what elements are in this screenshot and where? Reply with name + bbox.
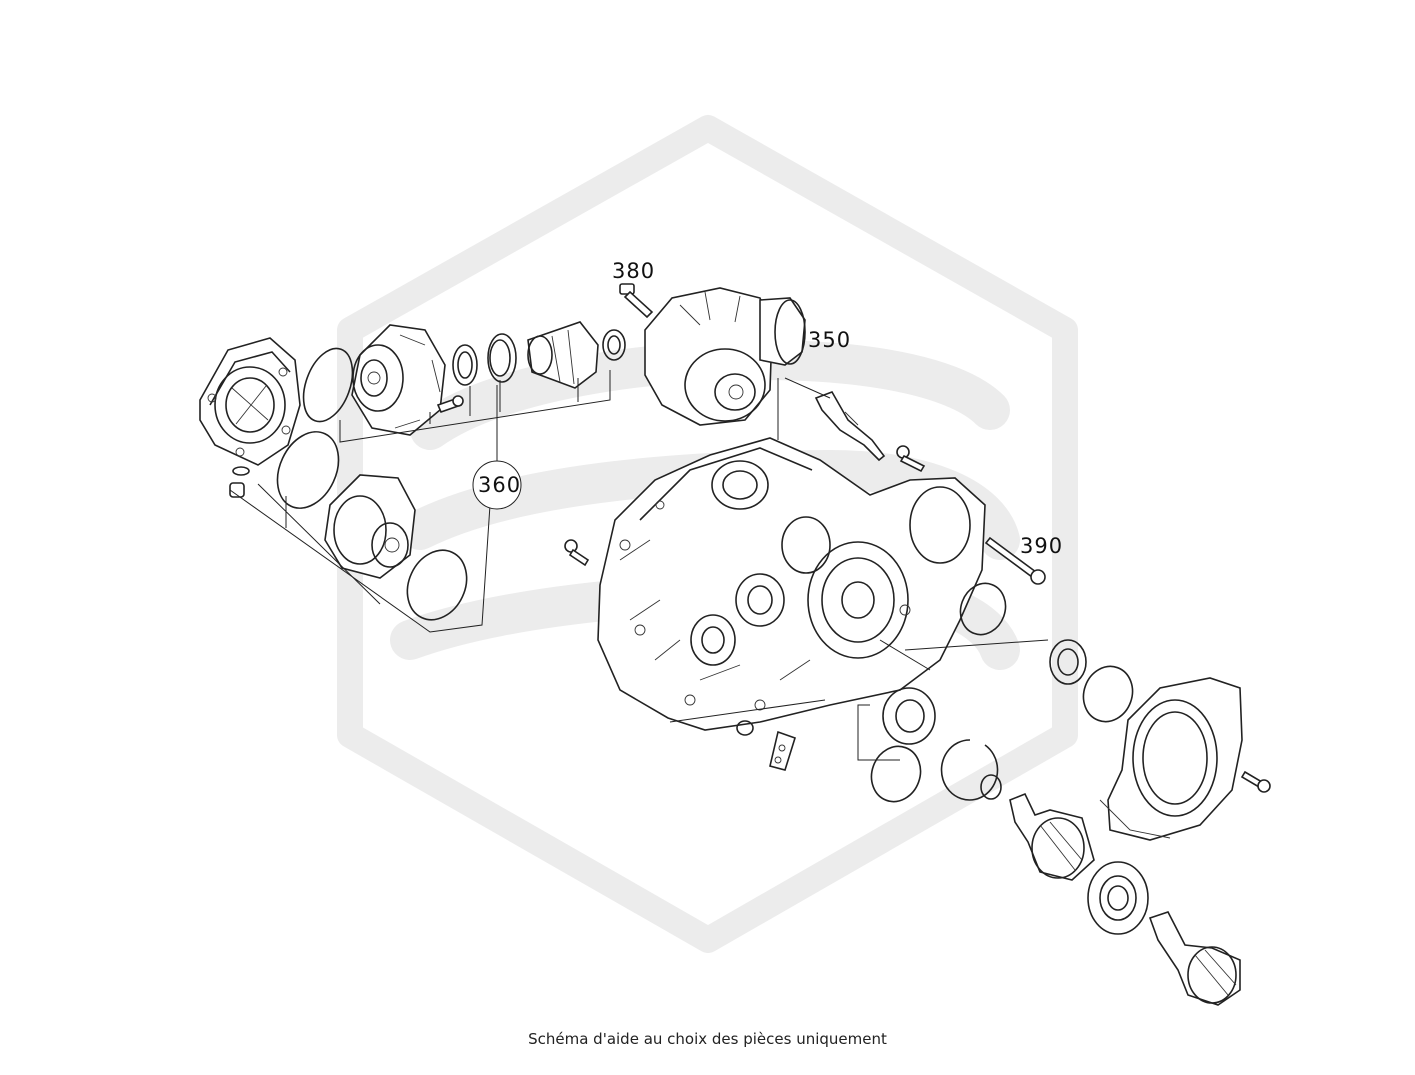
sensor-bracket[interactable] [769, 730, 796, 771]
o-ring-seal[interactable] [294, 342, 361, 428]
o-ring-seal[interactable] [1076, 659, 1140, 728]
o-ring-seal[interactable] [396, 541, 477, 630]
diagram-caption: Schéma d'aide au choix des pièces unique… [528, 1030, 887, 1048]
bearing[interactable] [882, 687, 936, 745]
transfer-case-cover[interactable] [199, 337, 301, 466]
o-ring-seal[interactable] [864, 739, 928, 808]
o-ring-seal[interactable] [266, 422, 351, 518]
seal-ring[interactable] [980, 774, 1002, 800]
bolt[interactable] [896, 445, 926, 473]
transfer-unit[interactable] [644, 287, 806, 426]
gearbox-housing[interactable] [597, 437, 986, 731]
gear[interactable] [1087, 861, 1149, 935]
seal-ring[interactable] [602, 329, 626, 361]
sleeve-coupling[interactable] [527, 321, 599, 389]
drain-plug[interactable] [229, 466, 250, 498]
bolt[interactable] [619, 283, 654, 319]
callout-380[interactable]: 380 [612, 259, 655, 283]
callout-350[interactable]: 350 [808, 328, 851, 352]
callout-390[interactable]: 390 [1020, 534, 1063, 558]
spacer-ring[interactable] [487, 333, 517, 383]
callout-leader-lines [669, 377, 1049, 761]
circlip[interactable] [940, 739, 999, 801]
callout-leader-lines [229, 370, 611, 633]
bolt[interactable] [984, 536, 1046, 585]
input-shaft-gear[interactable] [1009, 792, 1095, 881]
o-ring-seal[interactable] [953, 577, 1012, 641]
shift-shaft[interactable] [814, 391, 886, 462]
sealing-plug[interactable] [736, 720, 754, 736]
callout-360-badge[interactable]: 360 [472, 460, 522, 510]
pump-housing[interactable] [324, 474, 416, 579]
callout-360: 360 [478, 473, 521, 497]
bolt[interactable] [436, 395, 464, 414]
bolt[interactable] [1240, 770, 1271, 793]
end-cover[interactable] [1099, 677, 1243, 841]
shaft-seal[interactable] [452, 344, 478, 386]
shaft-seal[interactable] [1049, 639, 1087, 685]
output-shaft-gear[interactable] [1148, 911, 1241, 1006]
bolt[interactable] [564, 539, 590, 567]
